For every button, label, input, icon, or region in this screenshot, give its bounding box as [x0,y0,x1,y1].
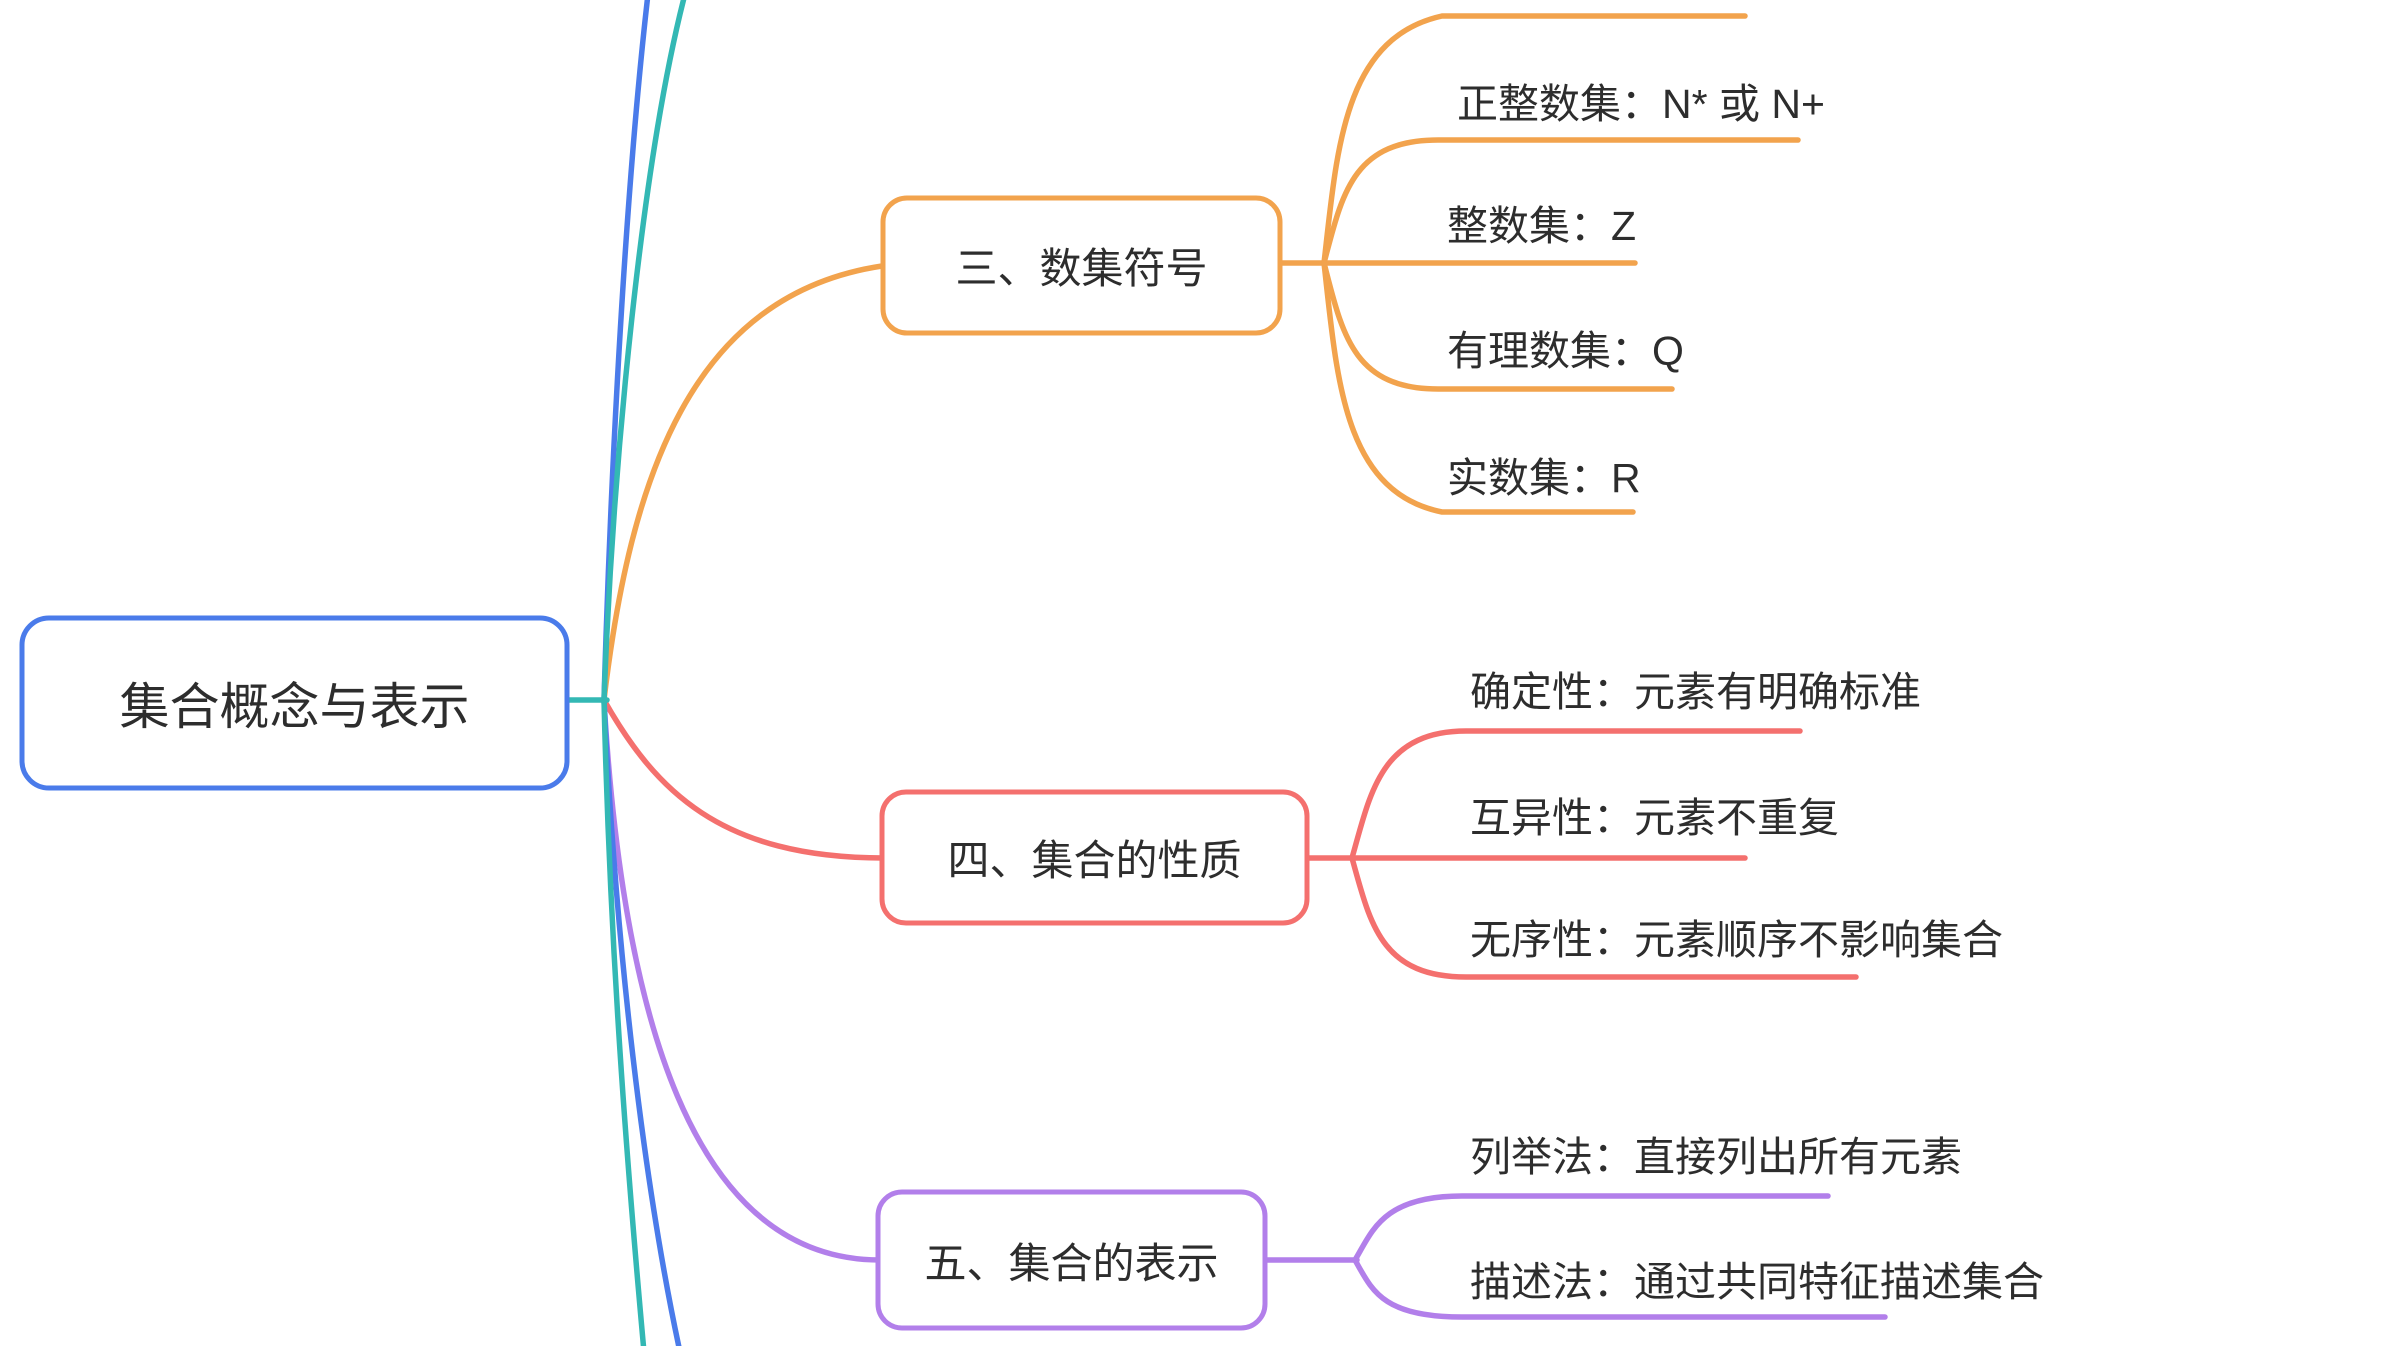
link-root-to-branch-3 [601,263,885,703]
leaf-real-set[interactable]: 实数集：R [1447,455,1641,501]
leaf-integer-set[interactable]: 整数集：Z [1447,203,1637,249]
link-root-to-offscreen-top-teal [601,0,687,703]
leaf-determinacy[interactable]: 确定性：元素有明确标准 [1470,669,1921,715]
leaf-rational-set[interactable]: 有理数集：Q [1447,328,1684,374]
root-node-box[interactable] [19,615,570,791]
link-root-to-branch-4 [601,697,887,861]
branch-5-node-label[interactable]: 五、集合的表示 [924,1239,1219,1287]
branch-5-link-child-1 [1352,1193,1831,1263]
branch-3-node-box[interactable] [880,195,1283,336]
branch-3-link-offscreen-child [1321,13,1748,266]
leaf-roster-method[interactable]: 列举法：直接列出所有元素 [1470,1134,1962,1180]
branch-5-node-box[interactable] [875,1189,1268,1331]
leaf-distinctness[interactable]: 互异性：元素不重复 [1470,795,1839,841]
branch-4-link-child-3 [1349,855,1859,980]
leaf-description-method[interactable]: 描述法：通过共同特征描述集合 [1470,1259,2044,1305]
branch-4-link-child-1 [1349,728,1803,861]
branch-3-link-child-4 [1321,260,1636,515]
branch-3-link-child-3 [1321,260,1675,392]
leaf-unorderedness[interactable]: 无序性：元素顺序不影响集合 [1470,917,2003,963]
leaf-positive-integer-set[interactable]: 正整数集：N* 或 N+ [1457,81,1825,127]
branch-5-link-child-2 [1352,1257,1888,1320]
branch-3-link-child-1 [1321,137,1801,266]
link-root-to-offscreen-bottom-blue [601,697,682,1346]
branch-3-node-label[interactable]: 三、数集符号 [955,245,1208,292]
link-root-to-offscreen-bottom-teal [601,697,647,1346]
branch-4-node-box[interactable] [879,789,1310,926]
link-root-to-branch-5 [601,697,883,1263]
root-node-label[interactable]: 集合概念与表示 [119,679,470,735]
branch-4-node-label[interactable]: 四、集合的性质 [947,837,1242,884]
